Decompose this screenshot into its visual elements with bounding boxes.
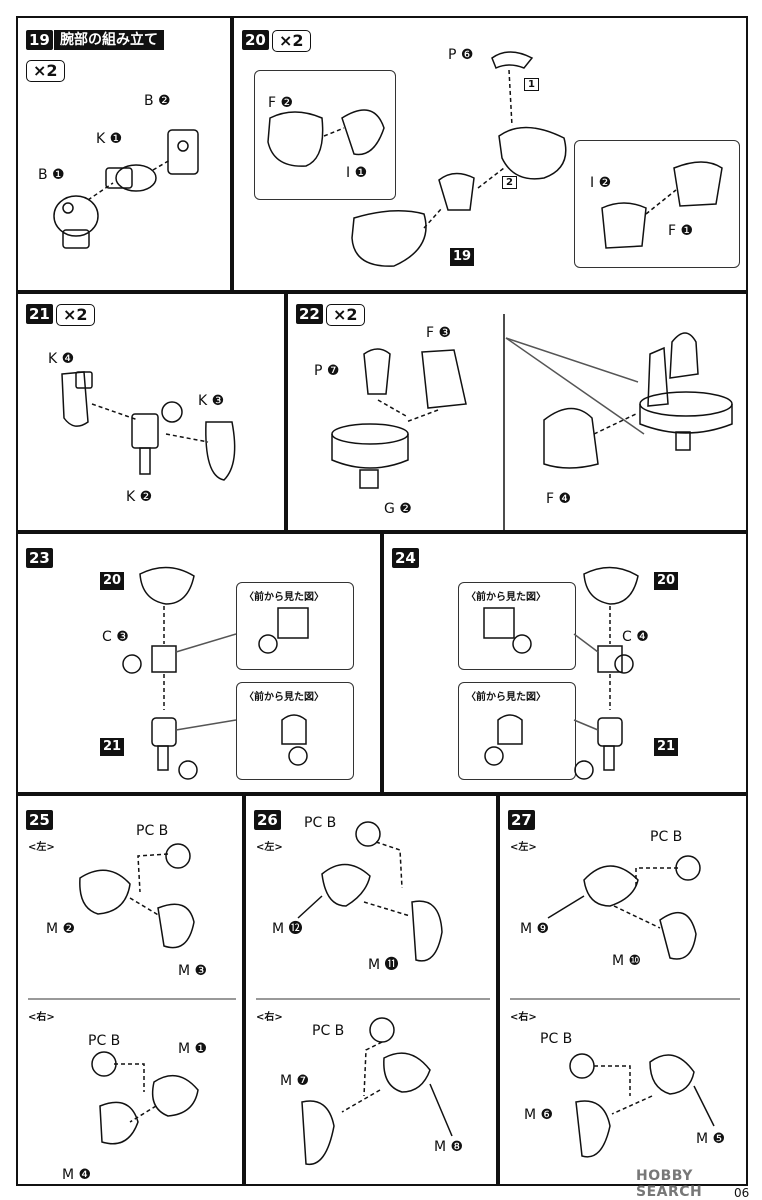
front-view-caption: 〈前から見た図〉: [244, 592, 324, 603]
step-number: 20: [242, 30, 269, 50]
assembly-order: 2: [502, 176, 517, 189]
part-label: M ❺: [696, 1131, 726, 1147]
assembly-diagram: [79, 843, 199, 1145]
part-label: B ❷: [144, 93, 171, 109]
step-number: 26: [254, 810, 281, 830]
reference-step-badge: 20: [100, 572, 125, 590]
right-side-label: <右>: [510, 1012, 537, 1023]
quantity-badge: ×2: [272, 30, 311, 52]
front-view-caption: 〈前から見た図〉: [244, 692, 324, 703]
part-label: M ❸: [178, 963, 208, 979]
page-number: 06: [734, 1186, 750, 1200]
quantity-badge: ×2: [326, 304, 365, 326]
part-label: B ❶: [38, 167, 65, 183]
assembly-diagram: [547, 855, 715, 1158]
front-view-callout: [236, 582, 354, 670]
panel-step-23: 23 20 21 C ❸ 〈前から見た図〉 〈前から見た図〉: [16, 532, 382, 794]
panel-step-24: 24 20 21 C ❹ 〈前から見た図〉 〈前から見た図〉: [382, 532, 748, 794]
reference-step-badge: 20: [654, 572, 679, 590]
part-label: M ❿: [612, 953, 642, 969]
panel-step-19: 19 腕部の組み立て ×2 B ❷ K ❶ B ❶: [16, 16, 232, 292]
step-number: 19: [26, 30, 53, 50]
quantity-badge: ×2: [26, 60, 65, 82]
part-label: F ❸: [426, 325, 452, 341]
assembly-diagram: [297, 821, 453, 1166]
part-label: M ❹: [62, 1167, 92, 1183]
front-view-callout: [236, 682, 354, 780]
part-label: P ❻: [448, 47, 474, 63]
step-number: 27: [508, 810, 535, 830]
divider: [510, 998, 740, 1000]
part-label: PC B: [312, 1023, 345, 1039]
step-number: 24: [392, 548, 419, 568]
part-label: M ❾: [520, 921, 550, 937]
assembly-diagram: [61, 371, 236, 481]
assembly-diagram: [331, 314, 733, 530]
part-label: F ❹: [546, 491, 572, 507]
part-label: K ❸: [198, 393, 225, 409]
part-label: P ❼: [314, 363, 340, 379]
assembly-diagram: [53, 129, 199, 249]
part-label: M ❽: [434, 1139, 464, 1155]
part-label: K ❶: [96, 131, 123, 147]
step-number: 22: [296, 304, 323, 324]
part-label: K ❹: [48, 351, 75, 367]
watermark-brand: HOBBY SEARCH: [636, 1168, 703, 1200]
part-label: C ❹: [622, 629, 649, 645]
panel-step-21: 21 ×2 K ❹ K ❸ K ❷: [16, 292, 286, 532]
reference-step-badge: 21: [100, 738, 125, 756]
part-label: G ❷: [384, 501, 412, 517]
divider: [256, 998, 490, 1000]
step-number: 25: [26, 810, 53, 830]
panel-step-26: 26 <左> <右> PC B M ⓬ M ⓫ PC B M ❼ M ❽: [244, 794, 498, 1186]
panel-step-25: 25 <左> <右> PC B M ❷ M ❸ PC B M ❶ M ❹: [16, 794, 244, 1186]
part-label: M ❻: [524, 1107, 554, 1123]
assembly-diagram: [483, 566, 639, 780]
front-view-caption: 〈前から見た図〉: [466, 592, 546, 603]
left-side-label: <左>: [28, 842, 55, 853]
part-label: M ❶: [178, 1041, 208, 1057]
part-label: PC B: [650, 829, 683, 845]
part-label: M ⓬: [272, 921, 303, 937]
reference-step-badge: 21: [654, 738, 679, 756]
part-label: PC B: [540, 1031, 573, 1047]
panel-step-27: 27 <左> <右> PC B M ❾ M ❿ PC B M ❻ M ❺: [498, 794, 748, 1186]
step-number: 21: [26, 304, 53, 324]
part-label: F ❶: [668, 223, 694, 239]
front-view-callout: [458, 582, 576, 670]
part-label: PC B: [136, 823, 169, 839]
left-side-label: <左>: [256, 842, 283, 853]
part-label: M ⓫: [368, 957, 399, 973]
step-number: 23: [26, 548, 53, 568]
panel-step-22: 22 ×2 F ❸ P ❼ G ❷ F ❹: [286, 292, 748, 532]
part-label: PC B: [304, 815, 337, 831]
front-view-callout: [458, 682, 576, 780]
assembly-order: 1: [524, 78, 539, 91]
part-label: C ❸: [102, 629, 129, 645]
left-side-label: <左>: [510, 842, 537, 853]
assembly-diagram: [122, 566, 309, 780]
right-side-label: <右>: [28, 1012, 55, 1023]
part-label: I ❷: [590, 175, 612, 191]
part-label: K ❷: [126, 489, 153, 505]
quantity-badge: ×2: [56, 304, 95, 326]
right-side-label: <右>: [256, 1012, 283, 1023]
reference-step-badge: 19: [450, 248, 475, 266]
assembly-diagram: [267, 51, 723, 267]
part-label: F ❷: [268, 95, 294, 111]
part-label: I ❶: [346, 165, 368, 181]
section-title: 腕部の組み立て: [54, 30, 164, 50]
panel-step-20: 20 ×2 P ❻ F ❷ I ❶ I ❷ F ❶ 19 1 2: [232, 16, 748, 292]
part-label: M ❼: [280, 1073, 310, 1089]
front-view-caption: 〈前から見た図〉: [466, 692, 546, 703]
divider: [28, 998, 236, 1000]
part-label: M ❷: [46, 921, 76, 937]
part-label: PC B: [88, 1033, 121, 1049]
